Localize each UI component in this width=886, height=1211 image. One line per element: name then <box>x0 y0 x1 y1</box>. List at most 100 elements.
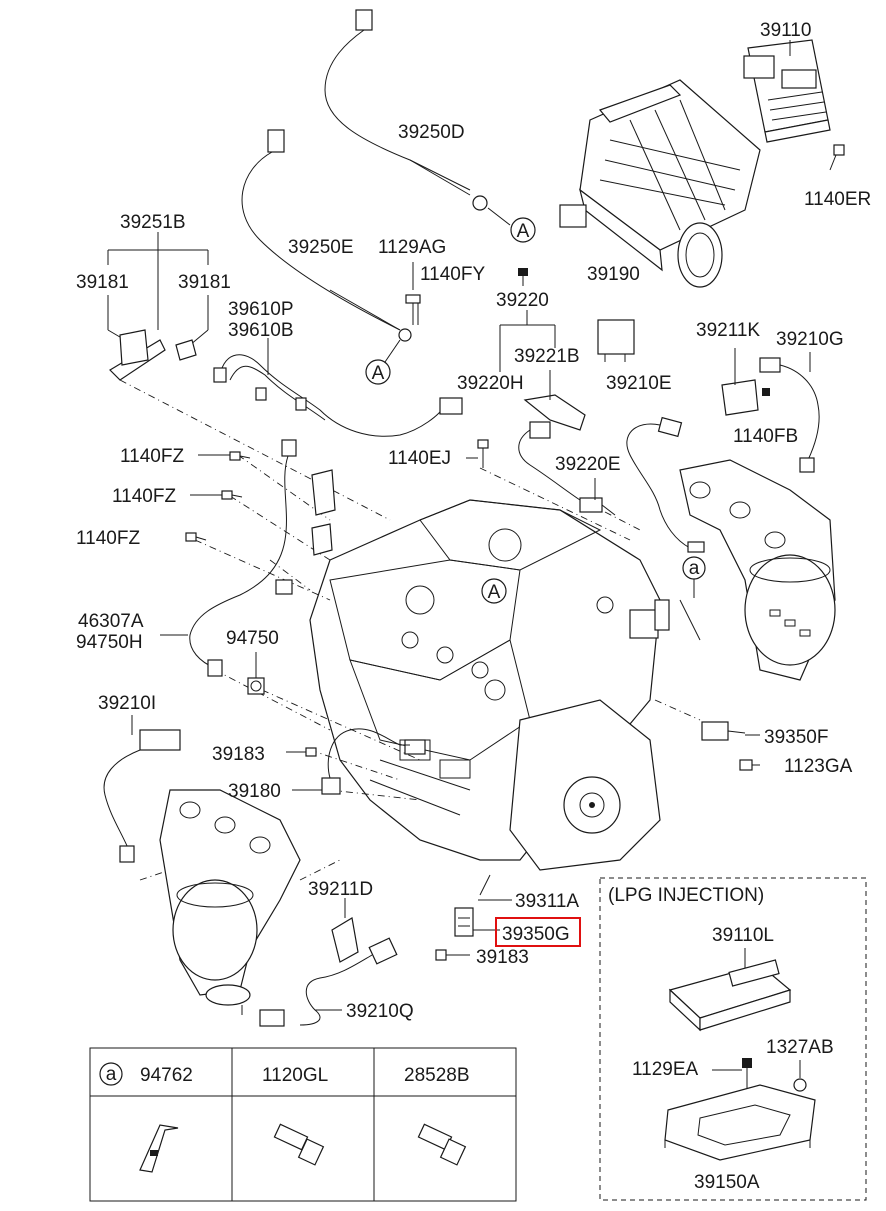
bolt-39183-1[interactable] <box>305 747 317 757</box>
label-1123GA: 1123GA <box>784 756 853 777</box>
label-39190: 39190 <box>587 264 640 285</box>
legend-marker: a <box>106 1064 117 1085</box>
label-1140EJ: 1140EJ <box>388 448 451 469</box>
label-39210G: 39210G <box>776 329 844 350</box>
air-cleaner-assembly <box>559 79 761 288</box>
ref-circle-a-small: a <box>682 556 706 580</box>
part-icon-94762[interactable] <box>139 1124 179 1173</box>
label-1140FB: 1140FB <box>733 426 798 447</box>
legend-header-1120GL: 1120GL <box>262 1065 328 1086</box>
bracket-39251B[interactable] <box>109 329 166 381</box>
label-39220: 39220 <box>496 290 549 311</box>
label-39251B: 39251B <box>120 212 186 233</box>
oxygen-sensor-39250E[interactable] <box>241 129 412 342</box>
engine-block <box>309 499 701 871</box>
highlight-box-39350G <box>495 917 581 947</box>
oxygen-sensor-39210Q[interactable] <box>259 937 398 1027</box>
ref-circle-A-mid: A <box>365 359 391 385</box>
ref-circle-A-engine: A <box>481 578 507 604</box>
label-1327AB: 1327AB <box>766 1037 834 1058</box>
label-39610P: 39610P <box>228 299 294 320</box>
oxygen-sensor-39210G[interactable] <box>759 357 820 473</box>
wiring-harness-39610B[interactable] <box>213 354 463 437</box>
label-1140FY: 1140FY <box>420 264 485 285</box>
bolt-1140EJ[interactable] <box>477 439 489 468</box>
bracket-clip <box>311 469 336 556</box>
bolt-39183-2[interactable] <box>435 949 470 961</box>
knock-sensor-39220E[interactable] <box>579 497 616 516</box>
gasket-39311A[interactable] <box>479 874 491 896</box>
bolt-1140FZ-2[interactable] <box>221 490 243 500</box>
bolt-1140FZ-3[interactable] <box>185 532 207 542</box>
relay-39190[interactable] <box>597 319 635 362</box>
lpg-title: (LPG INJECTION) <box>608 885 764 906</box>
label-39183-2: 39183 <box>476 947 529 968</box>
label-39210I: 39210I <box>98 693 156 714</box>
label-39180: 39180 <box>228 781 281 802</box>
exhaust-manifold-right <box>679 459 836 681</box>
label-39211K: 39211K <box>696 320 760 341</box>
bolt-1140FZ-1[interactable] <box>229 451 251 461</box>
ref-letter: A <box>372 363 385 384</box>
part-icon-1120GL[interactable] <box>273 1123 325 1166</box>
ref-letter: A <box>488 582 501 603</box>
sensor-39220H[interactable] <box>518 421 581 501</box>
label-39220H: 39220H <box>457 373 524 394</box>
legend-header-94762: 94762 <box>140 1065 193 1086</box>
bolt-1123GA[interactable] <box>739 759 753 771</box>
label-1129AG: 1129AG <box>378 237 446 258</box>
ref-letter: a <box>689 558 700 579</box>
label-39250E: 39250E <box>288 237 354 258</box>
bolt-1140FY[interactable] <box>518 268 528 286</box>
wiring-harness-46307A[interactable] <box>189 439 297 677</box>
label-39181-right: 39181 <box>178 272 231 293</box>
bolt-1140FB[interactable] <box>762 388 770 396</box>
ref-circle-A-top: A <box>510 217 536 243</box>
bracket-39211D[interactable] <box>331 917 359 963</box>
sensor-39350G[interactable] <box>454 907 474 937</box>
label-39110: 39110 <box>760 20 811 41</box>
part-icon-28528B[interactable] <box>417 1123 467 1166</box>
label-39110L: 39110L <box>712 925 774 946</box>
label-39150A: 39150A <box>694 1172 760 1193</box>
label-1140FZ-3: 1140FZ <box>76 528 140 549</box>
label-1140FZ-1: 1140FZ <box>120 446 184 467</box>
bracket-39211K[interactable] <box>721 379 759 416</box>
bracket-39150A[interactable] <box>664 1084 816 1161</box>
clip-39181[interactable] <box>175 339 197 361</box>
lpg-injection-section: (LPG INJECTION) 39110L 1129EA 1327AB 391… <box>599 877 867 1201</box>
label-39220E: 39220E <box>555 454 621 475</box>
label-39350G[interactable]: 39350G <box>502 924 570 945</box>
bolt-1129EA[interactable] <box>742 1058 752 1092</box>
oxygen-sensor-39210E[interactable] <box>626 416 705 553</box>
label-39211D: 39211D <box>308 879 373 900</box>
legend-header-28528B: 28528B <box>404 1065 470 1086</box>
label-39210Q: 39210Q <box>346 1001 414 1022</box>
legend-table: a 94762 1120GL 28528B <box>89 1047 517 1202</box>
label-1129EA: 1129EA <box>632 1059 699 1080</box>
ecu-module-39110[interactable] <box>743 39 831 143</box>
label-39210E: 39210E <box>606 373 672 394</box>
ref-letter: A <box>517 221 530 242</box>
label-46307A: 46307A <box>78 611 144 632</box>
sensor-39180[interactable] <box>321 728 410 795</box>
label-39250D: 39250D <box>398 122 465 143</box>
lpg-ecu-39110L[interactable] <box>668 959 792 1032</box>
nut-1327AB[interactable] <box>793 1078 807 1092</box>
label-39350F: 39350F <box>764 727 828 748</box>
label-1140ER: 1140ER <box>804 189 871 210</box>
label-39221B: 39221B <box>514 346 580 367</box>
oxygen-sensor-39210I[interactable] <box>103 729 181 863</box>
label-1140FZ-2: 1140FZ <box>112 486 176 507</box>
oxygen-sensor-39250D[interactable] <box>324 9 488 211</box>
label-94750H: 94750H <box>76 632 143 653</box>
label-39311A: 39311A <box>515 891 579 912</box>
sensor-39350F[interactable] <box>701 721 746 741</box>
bolt-1140ER[interactable] <box>829 144 845 171</box>
label-39610B: 39610B <box>228 320 294 341</box>
label-39181-left: 39181 <box>76 272 129 293</box>
label-39183-1: 39183 <box>212 744 265 765</box>
bolt-1129AG[interactable] <box>405 294 421 325</box>
exhaust-manifold-left <box>159 789 301 1015</box>
grommet-94750[interactable] <box>247 677 265 695</box>
